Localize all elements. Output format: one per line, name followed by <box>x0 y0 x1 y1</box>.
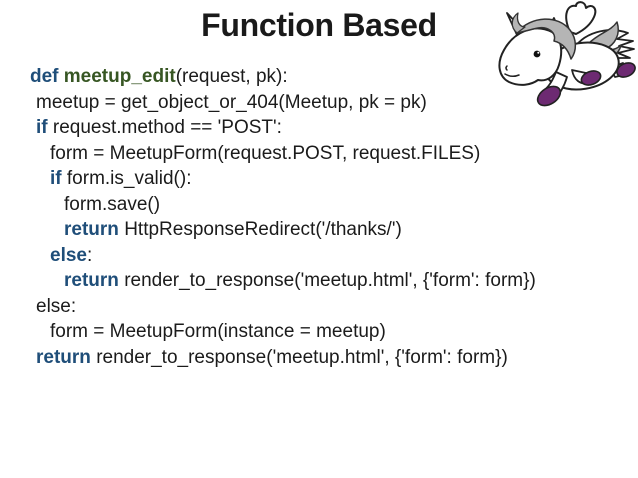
code-token-plain: form = MeetupForm(instance = meetup) <box>50 321 386 342</box>
code-line: meetup = get_object_or_404(Meetup, pk = … <box>30 90 638 116</box>
code-line: return HttpResponseRedirect('/thanks/') <box>30 217 638 243</box>
eye-highlight <box>537 51 540 54</box>
code-token-plain: HttpResponseRedirect('/thanks/') <box>124 219 402 240</box>
code-token-function: meetup_edit <box>63 66 176 87</box>
code-token-keyword: return <box>36 346 97 368</box>
code-token-keyword: return <box>64 270 125 291</box>
mouth <box>504 73 520 78</box>
code-token-keyword: else <box>50 244 87 266</box>
nostril <box>505 65 508 71</box>
code-token-plain: form = MeetupForm(request.POST, request.… <box>50 142 481 164</box>
code-token-plain: (request, pk): <box>175 66 288 87</box>
code-line: else: <box>30 294 638 320</box>
code-token-plain: request.method == 'POST': <box>52 117 282 138</box>
code-token-plain: meetup = get_object_or_404(Meetup, pk = … <box>36 91 427 113</box>
code-token-plain: else: <box>36 295 77 317</box>
eye <box>533 50 541 58</box>
code-line: else: <box>30 243 638 269</box>
code-token-plain: : <box>86 244 93 266</box>
head <box>498 27 563 86</box>
code-line: if request.method == 'POST': <box>30 115 638 141</box>
code-line: form = MeetupForm(instance = meetup) <box>30 319 638 345</box>
forelock <box>511 12 526 34</box>
code-token-plain: render_to_response('meetup.html', {'form… <box>96 346 508 368</box>
code-line: return render_to_response('meetup.html',… <box>30 345 638 371</box>
code-line: return render_to_response('meetup.html',… <box>30 268 638 294</box>
code-line: form.save() <box>30 192 638 218</box>
code-token-plain: render_to_response('meetup.html', {'form… <box>124 270 536 291</box>
page-title: Function Based <box>201 7 437 43</box>
front-hoof-far <box>536 85 562 107</box>
mane <box>515 18 577 60</box>
code-token-plain: form.is_valid(): <box>66 168 192 189</box>
code-line: def meetup_edit(request, pk): <box>30 64 638 90</box>
front-hoof-near <box>580 70 602 86</box>
code-line: form = MeetupForm(request.POST, request.… <box>30 141 638 167</box>
code-token-keyword: def <box>30 66 64 87</box>
code-token-plain: form.save() <box>64 193 161 215</box>
wing-upright <box>565 1 597 35</box>
code-line: if form.is_valid(): <box>30 166 638 192</box>
flying-unicorn-pegasus-illustration <box>498 1 636 107</box>
code-token-keyword: return <box>64 219 125 240</box>
back-hoof <box>616 62 636 78</box>
code-block: def meetup_edit(request, pk):meetup = ge… <box>30 64 638 370</box>
code-token-keyword: if <box>36 117 53 138</box>
code-token-keyword: if <box>50 168 67 189</box>
